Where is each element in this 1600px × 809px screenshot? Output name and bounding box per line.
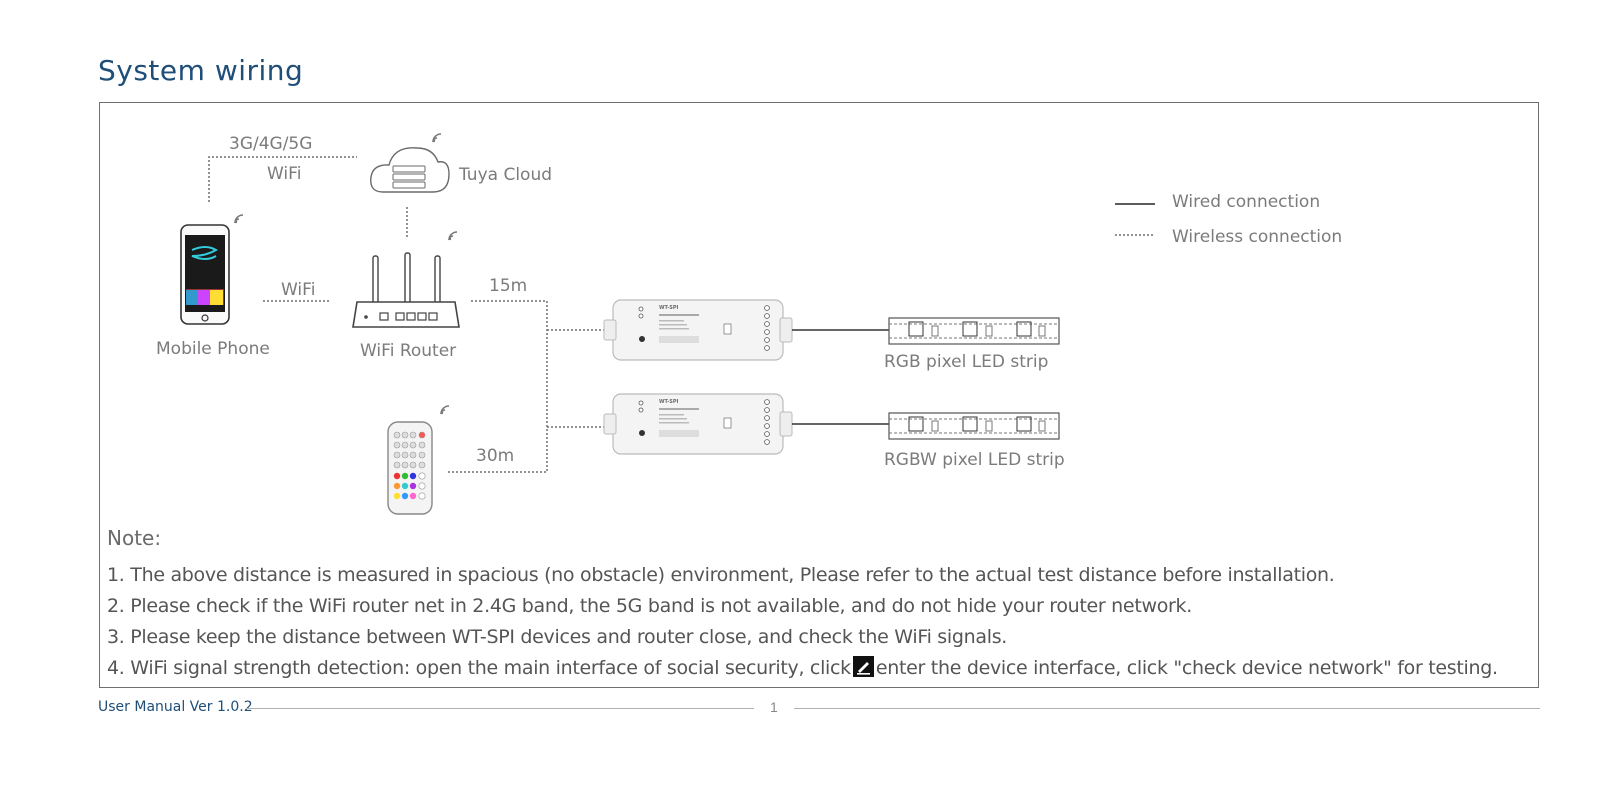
link-label-cellular: 3G/4G/5G <box>229 134 312 154</box>
distance-remote-label: 30m <box>476 446 514 466</box>
page-footer: User Manual Ver 1.0.2 1 <box>98 697 1540 719</box>
distance-router-label: 15m <box>489 276 527 296</box>
notes-section: Note: 1. The above distance is measured … <box>107 526 1527 684</box>
note-line-4-start: 4. WiFi signal strength detection: open … <box>107 657 851 679</box>
controller-1-model: WT-SPI <box>659 305 679 311</box>
note-line-3: 3. Please keep the distance between WT-S… <box>107 626 1008 648</box>
page-number: 1 <box>770 699 778 715</box>
diagram-frame <box>99 102 1539 688</box>
remote-control-icon <box>387 405 450 515</box>
footer-rule-right <box>794 708 1540 709</box>
page-title: System wiring <box>98 54 304 87</box>
system-wiring-diagram: 3G/4G/5G WiFi WiFi 15m 30m Tuya Cloud Mo… <box>156 133 1342 515</box>
legend-wireless-label: Wireless connection <box>1172 227 1342 247</box>
manual-version: User Manual Ver 1.0.2 <box>98 699 253 715</box>
phone-label: Mobile Phone <box>156 339 270 359</box>
cloud-icon <box>370 133 450 193</box>
rgbw-strip-label: RGBW pixel LED strip <box>884 450 1065 470</box>
note-line-4: 4. WiFi signal strength detection: open … <box>107 653 1527 684</box>
note-line-4-end: enter the device interface, click "check… <box>875 657 1498 679</box>
router-label: WiFi Router <box>360 341 456 361</box>
note-line-2: 2. Please check if the WiFi router net i… <box>107 595 1192 617</box>
cloud-label: Tuya Cloud <box>458 165 552 185</box>
rgb-strip-label: RGB pixel LED strip <box>884 352 1048 372</box>
rgbw-led-strip-icon <box>888 412 1060 440</box>
note-line-1: 1. The above distance is measured in spa… <box>107 564 1335 586</box>
wireless-links <box>208 156 1155 473</box>
note-heading: Note: <box>107 526 162 550</box>
mobile-phone-icon <box>180 214 244 325</box>
legend-wired-label: Wired connection <box>1172 192 1320 212</box>
footer-rule-left <box>246 708 754 709</box>
wt-spi-controller-2: WT-SPI <box>603 393 793 455</box>
link-label-wifi-cloud: WiFi <box>267 164 301 184</box>
wifi-router-icon <box>352 231 460 328</box>
wt-spi-controller-1: WT-SPI <box>603 299 793 361</box>
controller-2-model: WT-SPI <box>659 399 679 405</box>
link-label-wifi-router: WiFi <box>281 280 315 300</box>
rgb-led-strip-icon <box>888 317 1060 345</box>
edit-icon <box>852 656 874 677</box>
